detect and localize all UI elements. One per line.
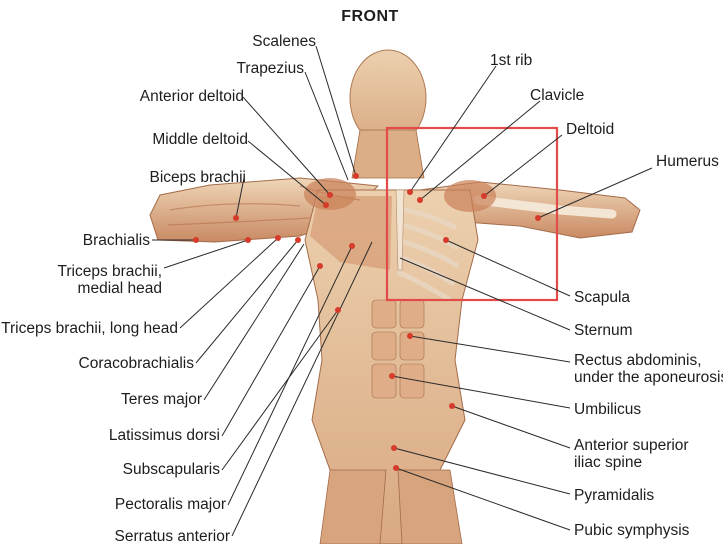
label-scalenes: Scalenes bbox=[234, 33, 316, 50]
label-1st-rib: 1st rib bbox=[490, 52, 532, 69]
label-umbilicus: Umbilicus bbox=[574, 401, 641, 418]
figure-title: FRONT bbox=[330, 8, 410, 26]
label-latissimus-dorsi: Latissimus dorsi bbox=[60, 427, 220, 444]
label-pectoralis-major: Pectoralis major bbox=[80, 496, 226, 513]
label-sternum: Sternum bbox=[574, 322, 633, 339]
label-deltoid: Deltoid bbox=[566, 121, 614, 138]
label-humerus: Humerus bbox=[656, 153, 719, 170]
label-subscapularis: Subscapularis bbox=[80, 461, 220, 478]
label-anterior-deltoid: Anterior deltoid bbox=[120, 88, 244, 105]
label-clavicle: Clavicle bbox=[530, 87, 584, 104]
label-teres-major: Teres major bbox=[80, 391, 202, 408]
label-rectus-abdominis: Rectus abdominis, under the aponeurosis bbox=[574, 352, 723, 387]
label-trapezius: Trapezius bbox=[210, 60, 304, 77]
label-pubic-symphysis: Pubic symphysis bbox=[574, 522, 689, 539]
label-serratus-anterior: Serratus anterior bbox=[80, 528, 230, 545]
label-triceps-medial-head: Triceps brachii, medial head bbox=[20, 263, 162, 298]
label-triceps-long-head: Triceps brachii, long head bbox=[0, 320, 178, 337]
label-middle-deltoid: Middle deltoid bbox=[110, 131, 248, 148]
label-brachialis: Brachialis bbox=[40, 232, 150, 249]
label-pyramidalis: Pyramidalis bbox=[574, 487, 654, 504]
label-coracobrachialis: Coracobrachialis bbox=[40, 355, 194, 372]
label-scapula: Scapula bbox=[574, 289, 630, 306]
label-anterior-superior-iliac-spine: Anterior superior iliac spine bbox=[574, 437, 689, 472]
label-biceps-brachii: Biceps brachii bbox=[120, 169, 246, 186]
